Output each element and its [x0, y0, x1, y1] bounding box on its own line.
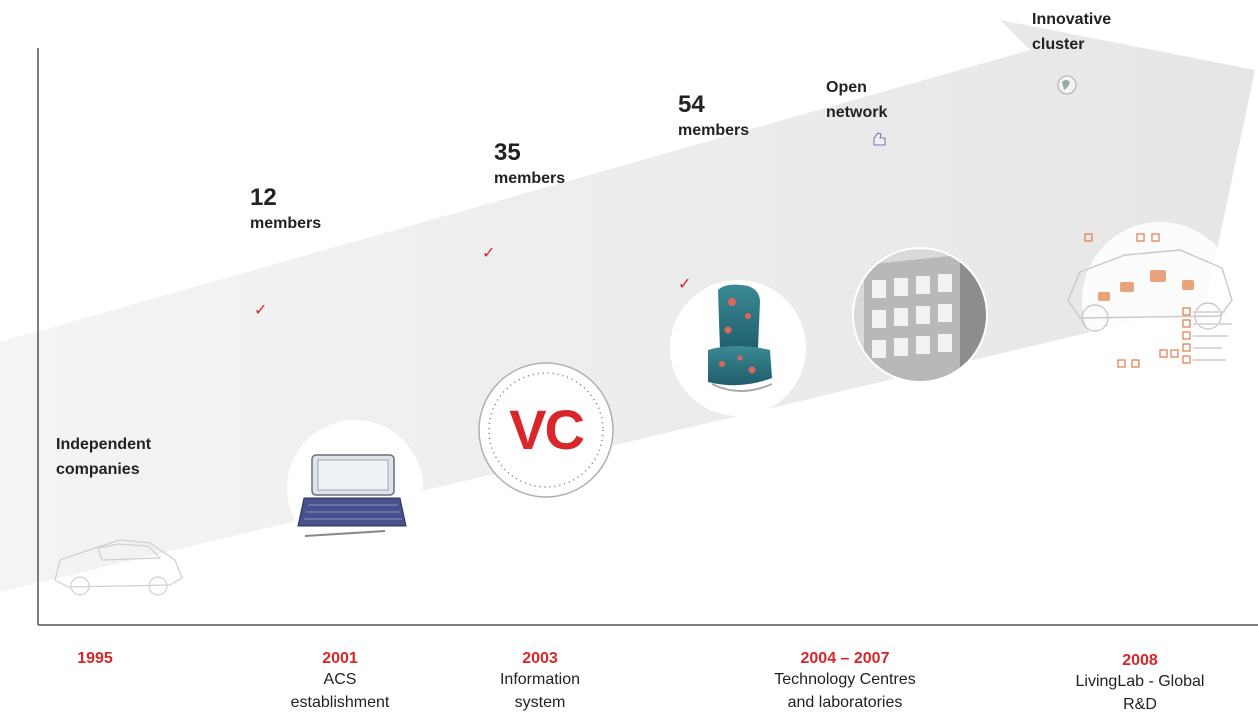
checkmark-icon: ✓	[254, 302, 268, 319]
globe-icon	[1057, 75, 1077, 95]
stage-54-members: 54 members	[678, 91, 750, 139]
building-image	[852, 247, 988, 383]
car-seat-image	[670, 280, 806, 416]
timeline-2004-2007: 2004 – 2007 Technology Centres and labor…	[774, 650, 916, 711]
stage-innovative-cluster: Innovative cluster	[1032, 11, 1112, 53]
growth-arrow	[0, 20, 1255, 592]
checkmark-icon: ✓	[482, 245, 496, 262]
timeline-2003: 2003 Information system	[499, 650, 581, 711]
stage-35-members: 35 members	[494, 139, 566, 187]
handheld-computer-image	[287, 420, 423, 556]
vc-logo-text: VC	[509, 398, 585, 461]
timeline-1995: 1995	[77, 650, 113, 667]
timeline-2001: 2001 ACS establishment	[290, 650, 390, 711]
vc-logo-image	[478, 362, 614, 498]
stage-independent-companies: Independent companies	[56, 436, 152, 478]
car-outline-image	[54, 539, 183, 596]
timeline-2008: 2008 LivingLab - Global R&D	[1075, 652, 1205, 713]
stage-12-members: 12 members	[250, 184, 322, 232]
checkmark-icon: ✓	[678, 276, 692, 293]
car-schematic-image	[1067, 222, 1238, 378]
thumbs-up-icon	[873, 132, 886, 146]
stage-open-network: Open network	[826, 79, 888, 121]
